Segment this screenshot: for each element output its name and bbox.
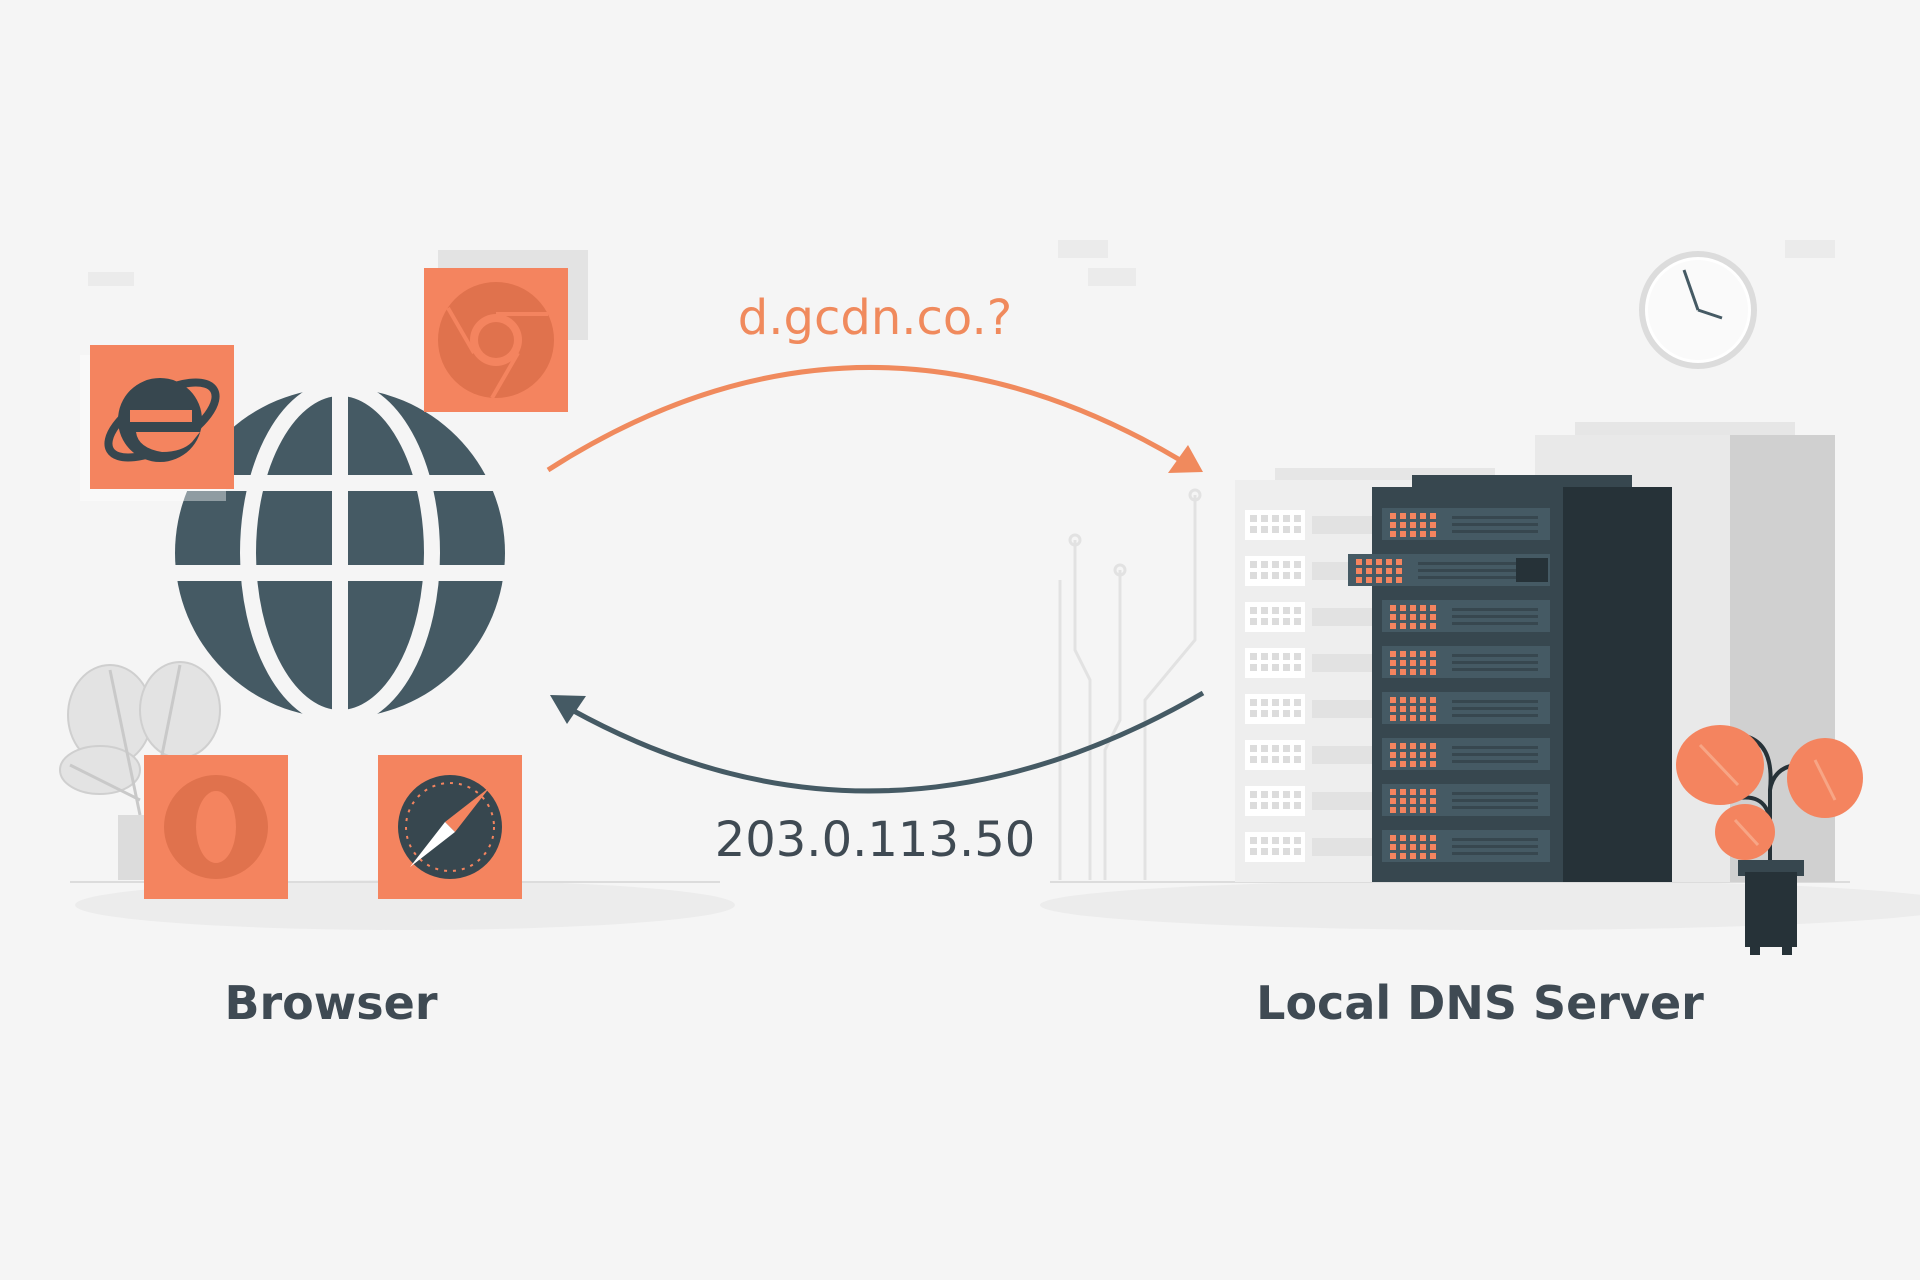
background-rack-row: [1245, 832, 1372, 862]
query-label: d.gcdn.co.?: [737, 290, 1013, 346]
query-arrow: [546, 364, 1203, 473]
opera-icon: [144, 755, 288, 899]
potted-plant-icon: [1676, 725, 1863, 955]
rack-unit: [1382, 738, 1550, 770]
right-ground-shadow: [1040, 880, 1920, 930]
wall-clock-icon: [1639, 251, 1757, 369]
rack-unit: [1382, 600, 1550, 632]
rack-unit: [1348, 554, 1550, 586]
answer-label: 203.0.113.50: [714, 812, 1036, 868]
safari-icon: [378, 755, 522, 899]
background-rack-row: [1245, 740, 1372, 770]
rack-unit: [1382, 508, 1550, 540]
background-rack-row: [1245, 694, 1372, 724]
rack-unit: [1382, 692, 1550, 724]
server-rack-icon: [1372, 475, 1672, 882]
rack-unit: [1382, 646, 1550, 678]
background-decor: [88, 240, 1835, 286]
rack-unit: [1382, 784, 1550, 816]
answer-arrow: [550, 690, 1205, 794]
server-rack-units: [1348, 508, 1550, 862]
rack-unit: [1382, 830, 1550, 862]
background-rack-row: [1245, 602, 1372, 632]
chrome-icon: [424, 250, 588, 412]
internet-explorer-icon: [80, 345, 234, 501]
background-rack-row: [1245, 786, 1372, 816]
background-rack-row: [1245, 648, 1372, 678]
background-rack-row: [1245, 510, 1372, 540]
local-dns-server-label: Local DNS Server: [1256, 976, 1704, 1030]
browser-label: Browser: [224, 976, 438, 1030]
circuit-lines: [1058, 488, 1202, 880]
